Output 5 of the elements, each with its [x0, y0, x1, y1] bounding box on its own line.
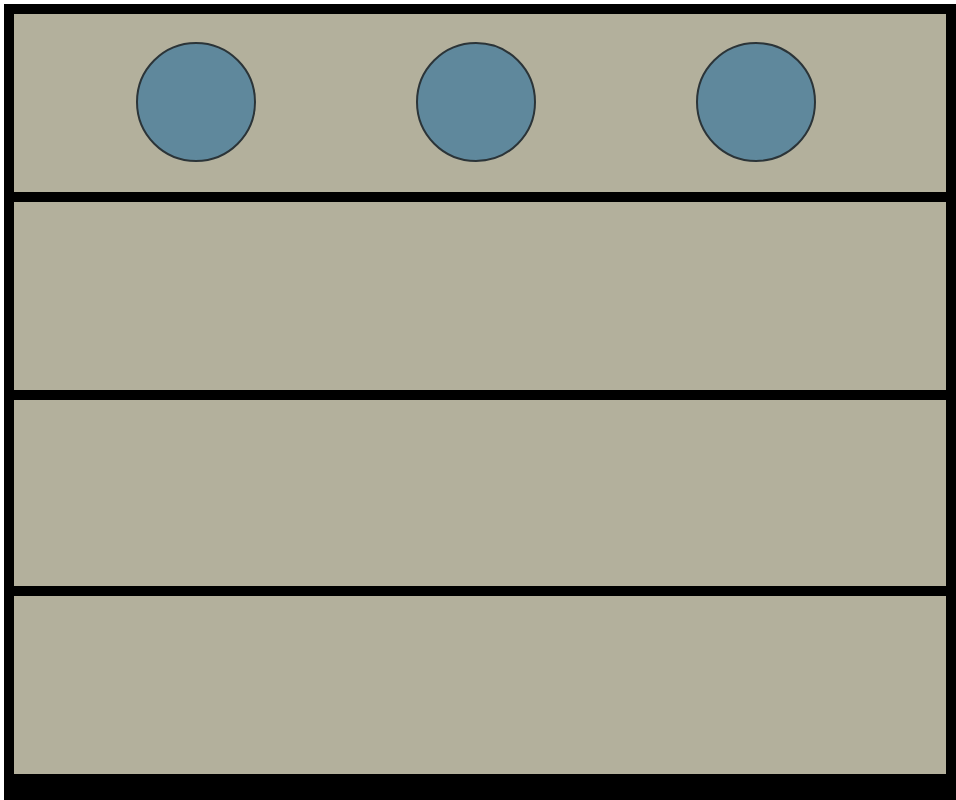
outer-frame	[4, 4, 956, 800]
panel-band	[14, 202, 946, 390]
panel-band	[14, 14, 946, 192]
panel-band	[14, 596, 946, 774]
panel-band	[14, 400, 946, 586]
